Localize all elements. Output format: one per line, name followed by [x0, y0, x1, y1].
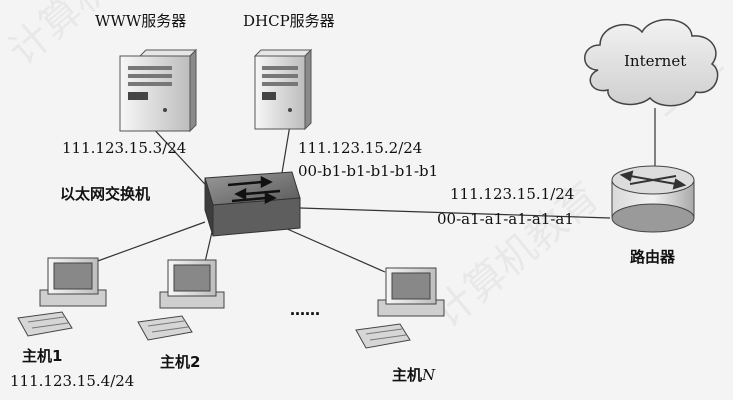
www-server-title: WWW服务器: [95, 12, 186, 30]
switch-arrows-icon: [227, 175, 281, 205]
router-ip: 111.123.15.1/24: [450, 185, 574, 203]
ethernet-switch: [204, 171, 301, 237]
hostn-label: 主机N: [392, 366, 436, 384]
host1-computer: [17, 257, 107, 337]
link-switch-hostn: [284, 227, 386, 273]
router: [611, 165, 695, 233]
dhcp-server: [253, 48, 313, 131]
dhcp-server-title: DHCP服务器: [243, 12, 335, 30]
link-switch-router: [299, 207, 611, 219]
dhcp-server-mac: 00-b1-b1-b1-b1-b1: [298, 162, 438, 180]
hostn-computer: [355, 267, 445, 349]
host1-label: 主机1: [22, 347, 62, 365]
hostn-label-var: N: [421, 366, 436, 384]
link-switch-www: [149, 124, 216, 196]
link-switch-host2: [204, 231, 213, 263]
hosts-ellipsis: ……: [290, 301, 320, 319]
router-mac: 00-a1-a1-a1-a1-a1: [437, 210, 574, 228]
hostn-label-prefix: 主机: [392, 366, 422, 384]
host2-label: 主机2: [160, 353, 200, 371]
host1-ip: 111.123.15.4/24: [10, 372, 134, 390]
link-switch-host1: [94, 221, 206, 263]
internet-cloud: [584, 18, 719, 107]
www-server: [119, 48, 198, 133]
www-server-ip: 111.123.15.3/24: [62, 139, 186, 157]
router-label: 路由器: [630, 248, 676, 266]
internet-label: Internet: [624, 52, 686, 70]
dhcp-server-ip: 111.123.15.2/24: [298, 139, 422, 157]
router-arrows-icon: [619, 170, 687, 190]
switch-label: 以太网交换机: [60, 185, 150, 203]
host2-computer: [137, 259, 225, 341]
